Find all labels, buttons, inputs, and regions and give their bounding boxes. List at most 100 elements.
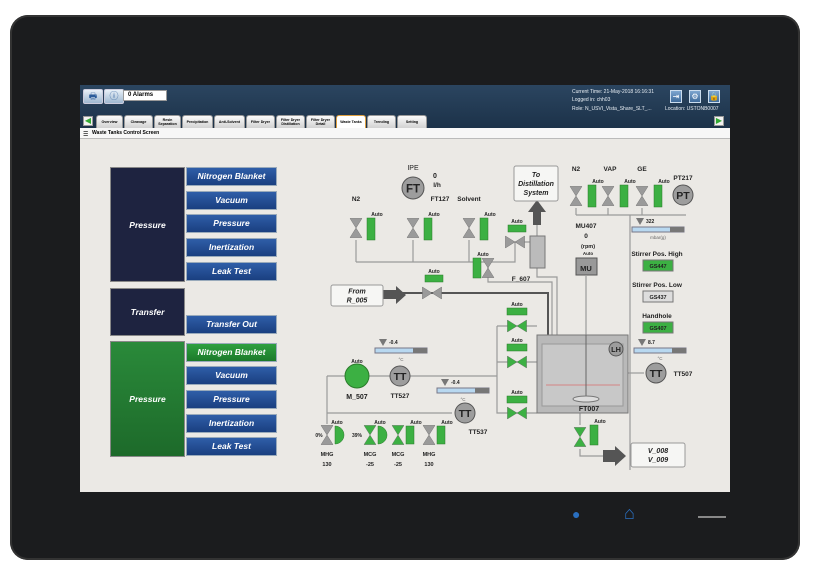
ipe-label: IPE bbox=[407, 165, 419, 172]
tab-waste-tanks[interactable]: Waste Tanks bbox=[336, 115, 366, 128]
tt537-label: TT537 bbox=[469, 429, 488, 436]
mhg-valve-1[interactable] bbox=[320, 425, 334, 445]
pressure-bar-value: 322 bbox=[646, 219, 655, 225]
tt527-instrument[interactable] bbox=[389, 365, 411, 387]
vap-valve-actuator bbox=[619, 184, 629, 208]
tt507-instrument[interactable] bbox=[645, 362, 667, 384]
mcg-valve-1[interactable] bbox=[363, 425, 377, 445]
tab-overview[interactable]: Overview bbox=[96, 115, 123, 128]
ge-valve-actuator bbox=[653, 184, 663, 208]
gs407-label: Handhole bbox=[642, 313, 672, 320]
pressure-bar-unit: mbar(g) bbox=[650, 235, 666, 240]
to-distillation-box[interactable] bbox=[513, 165, 559, 202]
bottom-value-3: 130 bbox=[424, 462, 433, 468]
bottom-value-0: 130 bbox=[322, 462, 331, 468]
alarm-count[interactable]: 0 Alarms bbox=[123, 90, 167, 101]
ge-valve[interactable] bbox=[635, 186, 649, 206]
mcg-valve-2-actuator bbox=[405, 425, 415, 445]
lock-icon[interactable]: 🔒 bbox=[708, 90, 720, 103]
tt527-instrument-text: TT bbox=[394, 371, 407, 383]
pump-auto-label: Auto bbox=[351, 359, 362, 365]
ft-tag: FT127 bbox=[431, 196, 450, 203]
tab-filter-dryer[interactable]: Filter Dryer bbox=[246, 115, 275, 128]
filter-f607 bbox=[529, 235, 546, 269]
info-icon[interactable]: ● bbox=[572, 506, 581, 522]
ge-label: GE bbox=[637, 166, 647, 173]
r005-inlet-valve-actuator bbox=[424, 274, 444, 283]
v008-v009-box-text: V_009 bbox=[648, 457, 668, 464]
pump-m507[interactable] bbox=[344, 363, 370, 389]
pipe bbox=[400, 292, 549, 340]
lh-instrument[interactable] bbox=[608, 341, 624, 357]
mhg-valve-1-actuator bbox=[334, 425, 345, 445]
jacket-valve-1[interactable] bbox=[507, 319, 527, 333]
alarm-info-button[interactable]: ⓘ bbox=[104, 89, 124, 104]
group1-nitrogen-blanket-button[interactable]: Nitrogen Blanket bbox=[186, 167, 277, 186]
logout-icon[interactable]: ⇥ bbox=[670, 90, 682, 103]
agitator-icon bbox=[572, 395, 600, 403]
ipe-valve[interactable] bbox=[406, 218, 420, 238]
tab-scroll-left-icon[interactable]: ◀ bbox=[83, 116, 93, 126]
from-r005-box-text: From bbox=[348, 289, 366, 296]
n2-valve-auto-label: Auto bbox=[371, 212, 382, 218]
settings-icon[interactable]: ⚙ bbox=[689, 90, 701, 103]
group3-inertization-button[interactable]: Inertization bbox=[186, 414, 277, 433]
group3-nitrogen-blanket-button[interactable]: Nitrogen Blanket bbox=[186, 343, 277, 362]
right-n2-valve[interactable] bbox=[569, 186, 583, 206]
jacket-valve-2[interactable] bbox=[507, 355, 527, 369]
distillation-valve[interactable] bbox=[505, 235, 525, 249]
tab-setting[interactable]: Setting bbox=[397, 115, 427, 128]
group3-vacuum-button[interactable]: Vacuum bbox=[186, 366, 277, 385]
tab-anti-solvent[interactable]: Anti-Solvent bbox=[214, 115, 245, 128]
group3-leak-test-button[interactable]: Leak Test bbox=[186, 437, 277, 456]
mhg-valve-2[interactable] bbox=[422, 425, 436, 445]
tt537-instrument[interactable] bbox=[454, 402, 476, 424]
menu-bar-icon[interactable] bbox=[698, 516, 726, 518]
tab-precipitation[interactable]: Precipitation bbox=[182, 115, 213, 128]
vap-valve[interactable] bbox=[601, 186, 615, 206]
jacket-valve-3[interactable] bbox=[507, 406, 527, 420]
group1-inertization-button[interactable]: Inertization bbox=[186, 238, 277, 257]
gs437-label: Stirrer Pos. Low bbox=[632, 282, 683, 289]
group3-pressure-button[interactable]: Pressure bbox=[186, 390, 277, 409]
v008-v009-box[interactable] bbox=[630, 442, 686, 468]
tab-filter-dryer-distillation[interactable]: Filter Dryer Distillation bbox=[276, 115, 305, 128]
right-n2-valve-actuator bbox=[587, 184, 597, 208]
n2-valve[interactable] bbox=[349, 218, 363, 238]
ft-unit: l/h bbox=[433, 182, 441, 189]
tab-cleavage[interactable]: Cleavage bbox=[124, 115, 153, 128]
lh-instrument-text: LH bbox=[611, 345, 621, 354]
ipe-valve-actuator bbox=[423, 217, 433, 241]
from-r005-box[interactable] bbox=[330, 284, 384, 307]
tab-resin-separation[interactable]: Resin Separation bbox=[154, 115, 181, 128]
group2-transfer-out-button[interactable]: Transfer Out bbox=[186, 315, 277, 334]
gs447-value: GS447 bbox=[649, 264, 666, 270]
bypass-valve[interactable] bbox=[481, 258, 495, 278]
tab-trending[interactable]: Trending bbox=[367, 115, 396, 128]
solvent-label: Solvent bbox=[457, 196, 481, 203]
home-icon[interactable]: ⌂ bbox=[624, 503, 635, 523]
ge-valve-auto-label: Auto bbox=[658, 179, 669, 185]
mcg-valve-2[interactable] bbox=[391, 425, 405, 445]
r005-inlet-valve[interactable] bbox=[422, 286, 442, 300]
solvent-valve[interactable] bbox=[462, 218, 476, 238]
gs437 bbox=[642, 290, 674, 303]
tab-filter-dryer-detail[interactable]: Filter Dryer Detail bbox=[306, 115, 335, 128]
menu-icon[interactable]: ☰ bbox=[83, 132, 89, 138]
mixer-mu407[interactable] bbox=[575, 257, 598, 276]
bottom-label-0: MHG bbox=[321, 452, 334, 458]
tab-scroll-right-icon[interactable]: ▶ bbox=[714, 116, 724, 126]
right-n2-valve-auto-label: Auto bbox=[592, 179, 603, 185]
ft127-instrument[interactable] bbox=[401, 176, 425, 200]
mhg-valve-2-auto-label: Auto bbox=[441, 420, 452, 426]
group1-leak-test-button[interactable]: Leak Test bbox=[186, 262, 277, 281]
print-button[interactable]: 🖶 bbox=[83, 89, 103, 104]
solvent-valve-auto-label: Auto bbox=[484, 212, 495, 218]
hmi-screen: 🖶 ⓘ 0 Alarms Current Time: 21-May-2018 1… bbox=[80, 85, 730, 492]
drain-valve[interactable] bbox=[573, 427, 587, 447]
pump-label: M_507 bbox=[346, 394, 368, 401]
group1-pressure-button[interactable]: Pressure bbox=[186, 214, 277, 233]
group1-vacuum-button[interactable]: Vacuum bbox=[186, 191, 277, 210]
pt217-instrument[interactable] bbox=[672, 184, 694, 206]
